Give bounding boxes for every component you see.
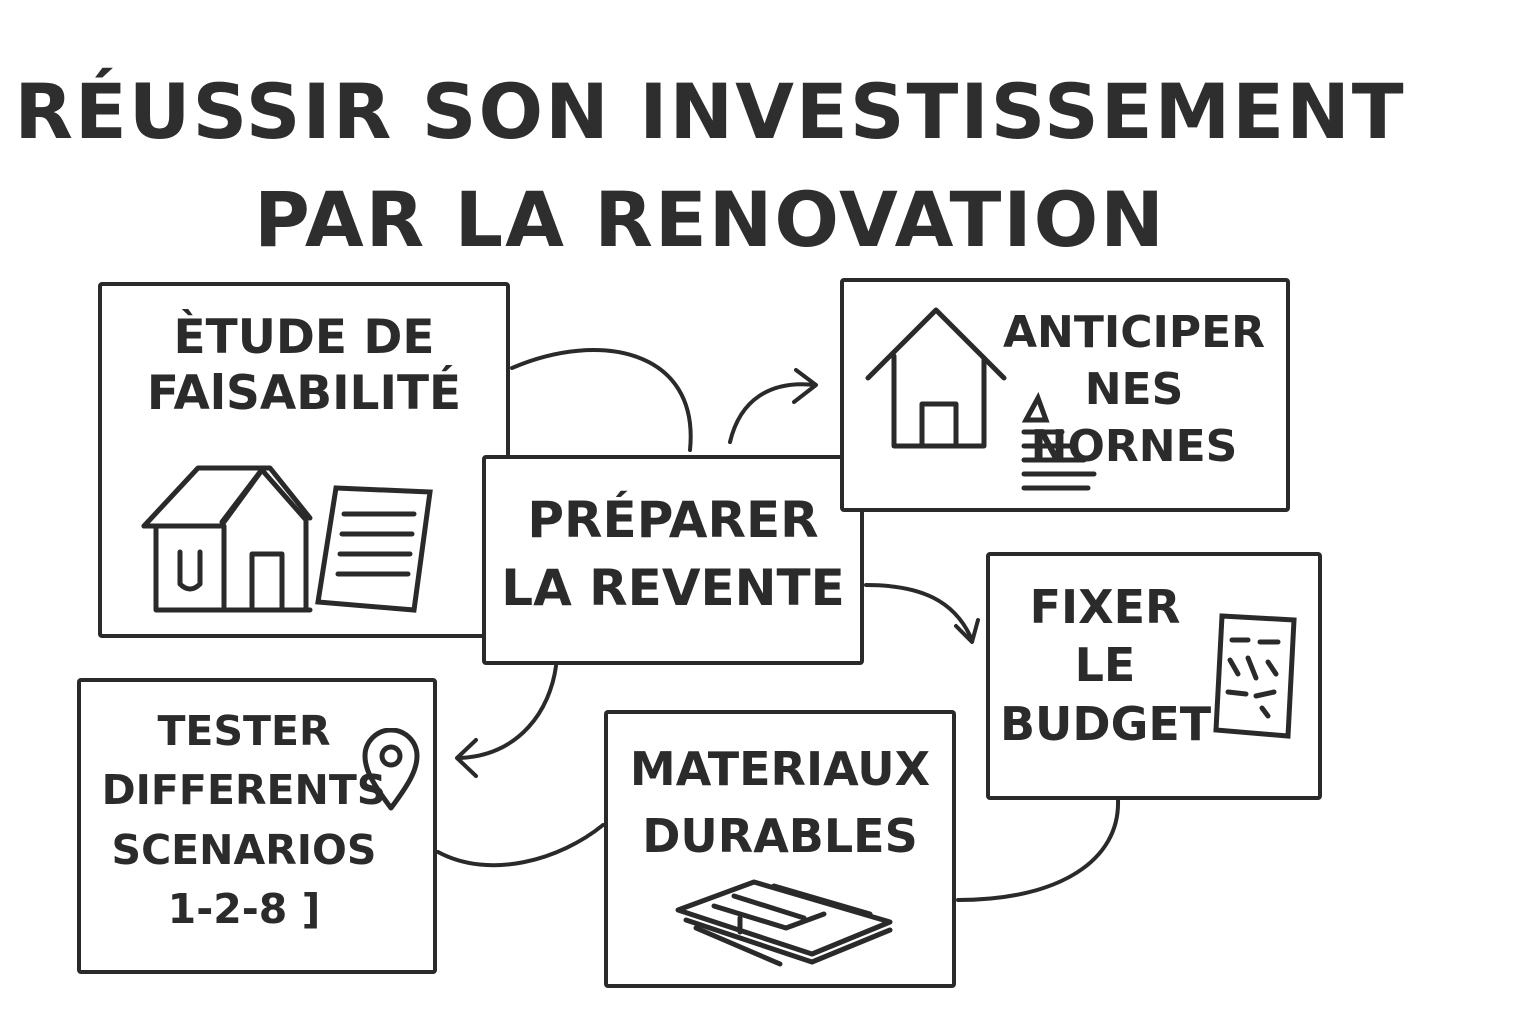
diagram-title: RÉUSSIR SON INVESTISSEMENT PAR LA RENOVA… — [0, 58, 1420, 274]
node-etude-faisabilite: ÈTUDE DE FAlSABILITÉ — [98, 282, 510, 638]
arrowhead-tester — [455, 738, 478, 778]
node-anticiper-label: ANTICIPER NES NORNES — [1002, 307, 1266, 473]
arrowhead-fixer — [954, 618, 980, 644]
receipt-icon — [1213, 613, 1297, 739]
node-tester-scenarios: TESTER DIFFERENTS SCENARIOS 1-2-8 ] — [77, 678, 437, 974]
connector-preparer-fixer — [864, 583, 974, 642]
floor-planks-icon — [675, 879, 893, 967]
arrowhead-anticiper — [792, 368, 818, 404]
connector-etude-preparer — [510, 348, 693, 452]
energy-rating-icon — [1021, 392, 1097, 491]
connector-tester-materiaux — [436, 823, 605, 868]
connector-preparer-tester — [458, 664, 558, 760]
title-line-2: PAR LA RENOVATION — [254, 175, 1166, 264]
node-preparer-revente: PRÉPARER LA REVENTE — [482, 455, 864, 665]
connector-fixer-materiaux — [956, 798, 1121, 902]
document-icon — [315, 485, 433, 613]
connector-preparer-anticiper — [728, 382, 817, 444]
location-pin-icon — [362, 728, 420, 811]
house-icon — [865, 307, 1007, 449]
node-anticiper-normes: ANTICIPER NES NORNES — [840, 278, 1290, 512]
node-materiaux-durables: MATERIAUX DURABLES — [604, 710, 956, 988]
node-preparer-label: PRÉPARER LA REVENTE — [501, 491, 845, 617]
node-materiaux-label: MATERIAUX DURABLES — [629, 742, 931, 863]
house-icon — [141, 465, 313, 613]
title-line-1: RÉUSSIR SON INVESTISSEMENT — [14, 67, 1406, 156]
node-etude-label: ÈTUDE DE FAlSABILITÉ — [146, 310, 462, 422]
node-fixer-label: FIXER LE BUDGET — [1000, 580, 1212, 751]
node-fixer-budget: FIXER LE BUDGET — [986, 552, 1322, 800]
node-tester-label: TESTER DIFFERENTS SCENARIOS 1-2-8 ] — [101, 707, 387, 934]
